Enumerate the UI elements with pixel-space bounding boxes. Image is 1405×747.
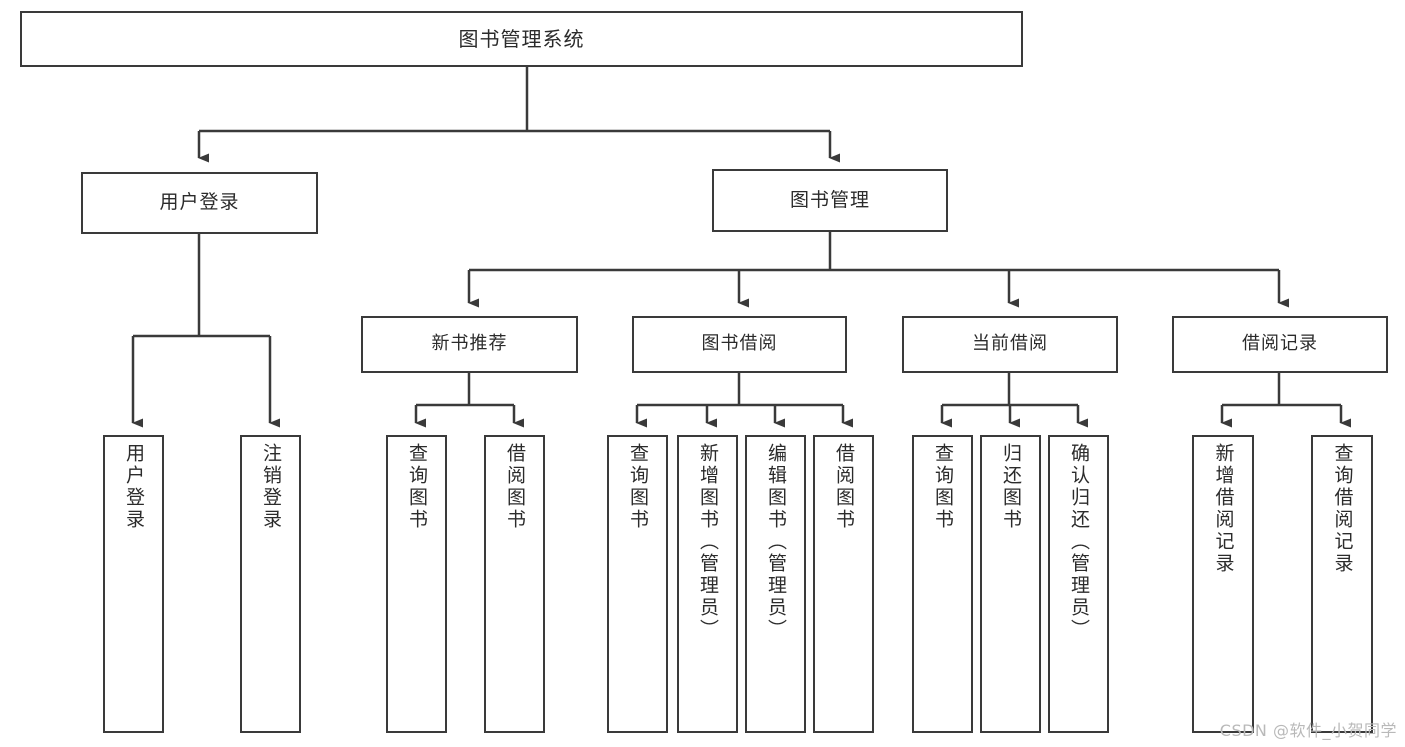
- node-book-borrow[interactable]: 图书借阅: [632, 316, 847, 373]
- connector-user-login-to-leaves: [131, 234, 280, 428]
- leaf-add-book-admin[interactable]: 新增图书（管理员）: [677, 435, 738, 733]
- leaf-add-borrow-record-label: 新增借阅记录: [1212, 443, 1235, 575]
- connector-root-to-level2: [197, 67, 840, 163]
- connector-book-borrow-to-leaves: [635, 373, 853, 428]
- leaf-borrow-book-label: 借阅图书: [833, 443, 855, 531]
- node-user-login-label: 用户登录: [159, 191, 240, 214]
- leaf-edit-book-admin[interactable]: 编辑图书（管理员）: [745, 435, 806, 733]
- leaf-query-book-borrow[interactable]: 查询图书: [607, 435, 668, 733]
- leaf-return-book-label: 归还图书: [1000, 443, 1022, 531]
- leaf-edit-book-admin-label: 编辑图书（管理员）: [765, 443, 787, 641]
- leaf-query-book-borrow-label: 查询图书: [627, 443, 649, 531]
- node-book-borrow-label: 图书借阅: [701, 333, 778, 355]
- leaf-add-borrow-record[interactable]: 新增借阅记录: [1192, 435, 1254, 733]
- leaf-borrow-book-newbook[interactable]: 借阅图书: [484, 435, 545, 733]
- leaf-confirm-return-admin-label: 确认归还（管理员）: [1068, 443, 1090, 641]
- leaf-query-borrow-record[interactable]: 查询借阅记录: [1311, 435, 1373, 733]
- node-borrow-record[interactable]: 借阅记录: [1172, 316, 1388, 373]
- leaf-query-book-newbook-label: 查询图书: [406, 443, 428, 531]
- csdn-watermark: CSDN @软件_小贺同学: [1219, 721, 1397, 740]
- leaf-user-login-label: 用户登录: [123, 443, 145, 531]
- node-book-management[interactable]: 图书管理: [712, 169, 948, 232]
- leaf-logout-login-label: 注销登录: [260, 443, 282, 531]
- connector-new-book-to-leaves: [414, 373, 524, 428]
- leaf-user-login[interactable]: 用户登录: [103, 435, 164, 733]
- leaf-borrow-book-newbook-label: 借阅图书: [504, 443, 526, 531]
- connector-book-management-to-level3: [467, 232, 1289, 308]
- leaf-query-book-current[interactable]: 查询图书: [912, 435, 973, 733]
- node-current-borrow[interactable]: 当前借阅: [902, 316, 1118, 373]
- leaf-logout-login[interactable]: 注销登录: [240, 435, 301, 733]
- leaf-confirm-return-admin[interactable]: 确认归还（管理员）: [1048, 435, 1109, 733]
- leaf-return-book[interactable]: 归还图书: [980, 435, 1041, 733]
- node-user-login[interactable]: 用户登录: [81, 172, 318, 234]
- node-borrow-record-label: 借阅记录: [1242, 333, 1318, 355]
- node-current-borrow-label: 当前借阅: [972, 333, 1048, 355]
- node-root-system-label: 图书管理系统: [458, 26, 585, 51]
- connector-current-borrow-to-leaves: [940, 373, 1088, 428]
- leaf-query-borrow-record-label: 查询借阅记录: [1331, 443, 1354, 575]
- node-new-book-recommend[interactable]: 新书推荐: [361, 316, 578, 373]
- node-book-management-label: 图书管理: [789, 188, 870, 211]
- leaf-query-book-newbook[interactable]: 查询图书: [386, 435, 447, 733]
- leaf-add-book-admin-label: 新增图书（管理员）: [697, 443, 719, 641]
- connector-borrow-record-to-leaves: [1220, 373, 1351, 428]
- leaf-borrow-book[interactable]: 借阅图书: [813, 435, 874, 733]
- node-new-book-recommend-label: 新书推荐: [431, 333, 508, 355]
- leaf-query-book-current-label: 查询图书: [932, 443, 954, 531]
- node-root-system[interactable]: 图书管理系统: [20, 11, 1023, 67]
